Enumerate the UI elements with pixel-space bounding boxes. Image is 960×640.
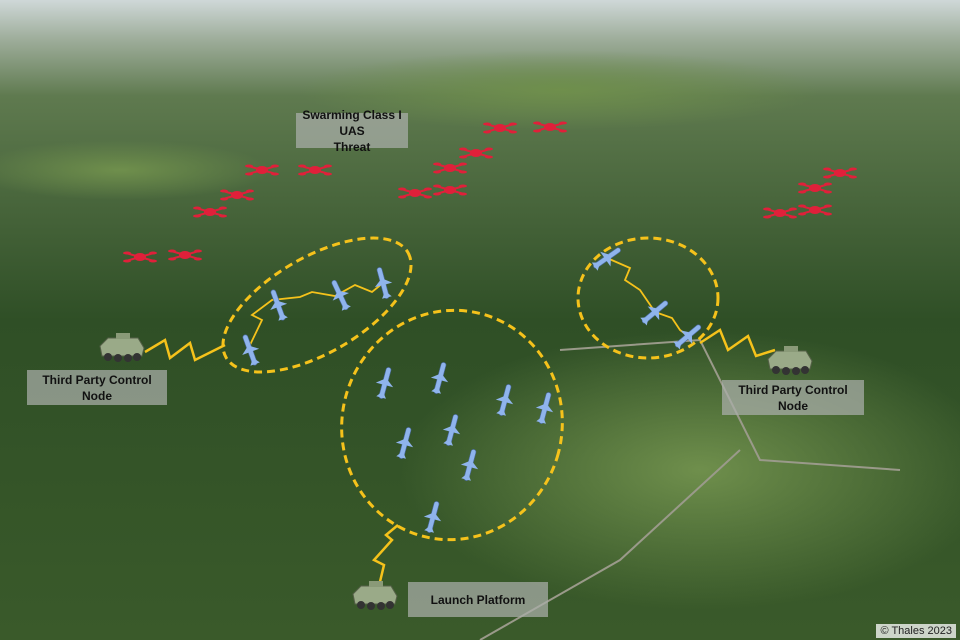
mesh-link-right — [606, 257, 689, 337]
datalink-left — [144, 338, 226, 362]
threat-drone-icon — [459, 147, 493, 159]
swarm-group-ellipse-center — [340, 308, 564, 542]
threat-drone-icon — [220, 189, 254, 201]
field-area — [0, 140, 270, 200]
datalink-right — [699, 328, 776, 358]
loitering-munition-icon — [640, 300, 669, 326]
loitering-munition-icon — [442, 414, 461, 446]
loitering-munition-icon — [242, 334, 260, 366]
threat-drone-icon — [298, 164, 332, 176]
launch-platform-label: Launch Platform — [408, 582, 548, 617]
field-area — [300, 50, 820, 130]
threat-drone-icon — [798, 204, 832, 216]
control-left-line1: Third Party Control — [42, 372, 152, 387]
threat-drone-icon — [823, 167, 857, 179]
control-vehicle-right-icon — [767, 346, 813, 375]
threat-drone-icon — [123, 251, 157, 263]
threat-drone-icon — [798, 182, 832, 194]
loitering-munition-icon — [270, 289, 288, 321]
loitering-munition-icon — [331, 279, 351, 311]
loitering-munition-icon — [535, 392, 554, 424]
control-vehicle-left-icon — [99, 333, 145, 362]
threat-drone-icon — [398, 187, 432, 199]
swarm-group-ellipse-right — [576, 236, 720, 360]
launch-vehicle-icon — [352, 581, 398, 610]
control-node-label-left: Third Party Control Node — [27, 370, 167, 405]
control-node-label-right: Third Party Control Node — [722, 380, 864, 415]
loitering-munition-icon — [591, 247, 621, 271]
mesh-link-left — [249, 282, 384, 346]
threat-label-line1: Swarming Class I UAS — [302, 107, 402, 138]
loitering-munition-icon — [460, 449, 479, 481]
control-right-line1: Third Party Control — [738, 382, 848, 397]
threat-drone-icon — [433, 184, 467, 196]
datalink-launch — [371, 524, 399, 591]
loitering-munition-icon — [423, 501, 442, 533]
loitering-munition-icon — [495, 384, 514, 416]
threat-drone-icon — [168, 249, 202, 261]
loitering-munition-icon — [375, 367, 394, 399]
swarm-group-ellipse-left — [221, 236, 413, 374]
control-right-line2: Node — [778, 398, 808, 413]
threat-drone-icon — [483, 122, 517, 134]
launch-label-text: Launch Platform — [430, 592, 526, 607]
threat-label: Swarming Class I UAS Threat — [296, 108, 408, 154]
threat-drone-icon — [193, 206, 227, 218]
loitering-munition-icon — [673, 324, 702, 350]
loitering-munition-icon — [395, 427, 414, 459]
loitering-munition-icon — [430, 362, 449, 394]
threat-drone-icon — [763, 207, 797, 219]
copyright: © Thales 2023 — [876, 624, 956, 638]
loitering-munition-icon — [374, 267, 393, 299]
threat-drone-icon — [245, 164, 279, 176]
control-left-line2: Node — [82, 388, 112, 403]
threat-label-line2: Threat — [333, 139, 371, 154]
threat-drone-icon — [433, 162, 467, 174]
threat-drone-icon — [533, 121, 567, 133]
